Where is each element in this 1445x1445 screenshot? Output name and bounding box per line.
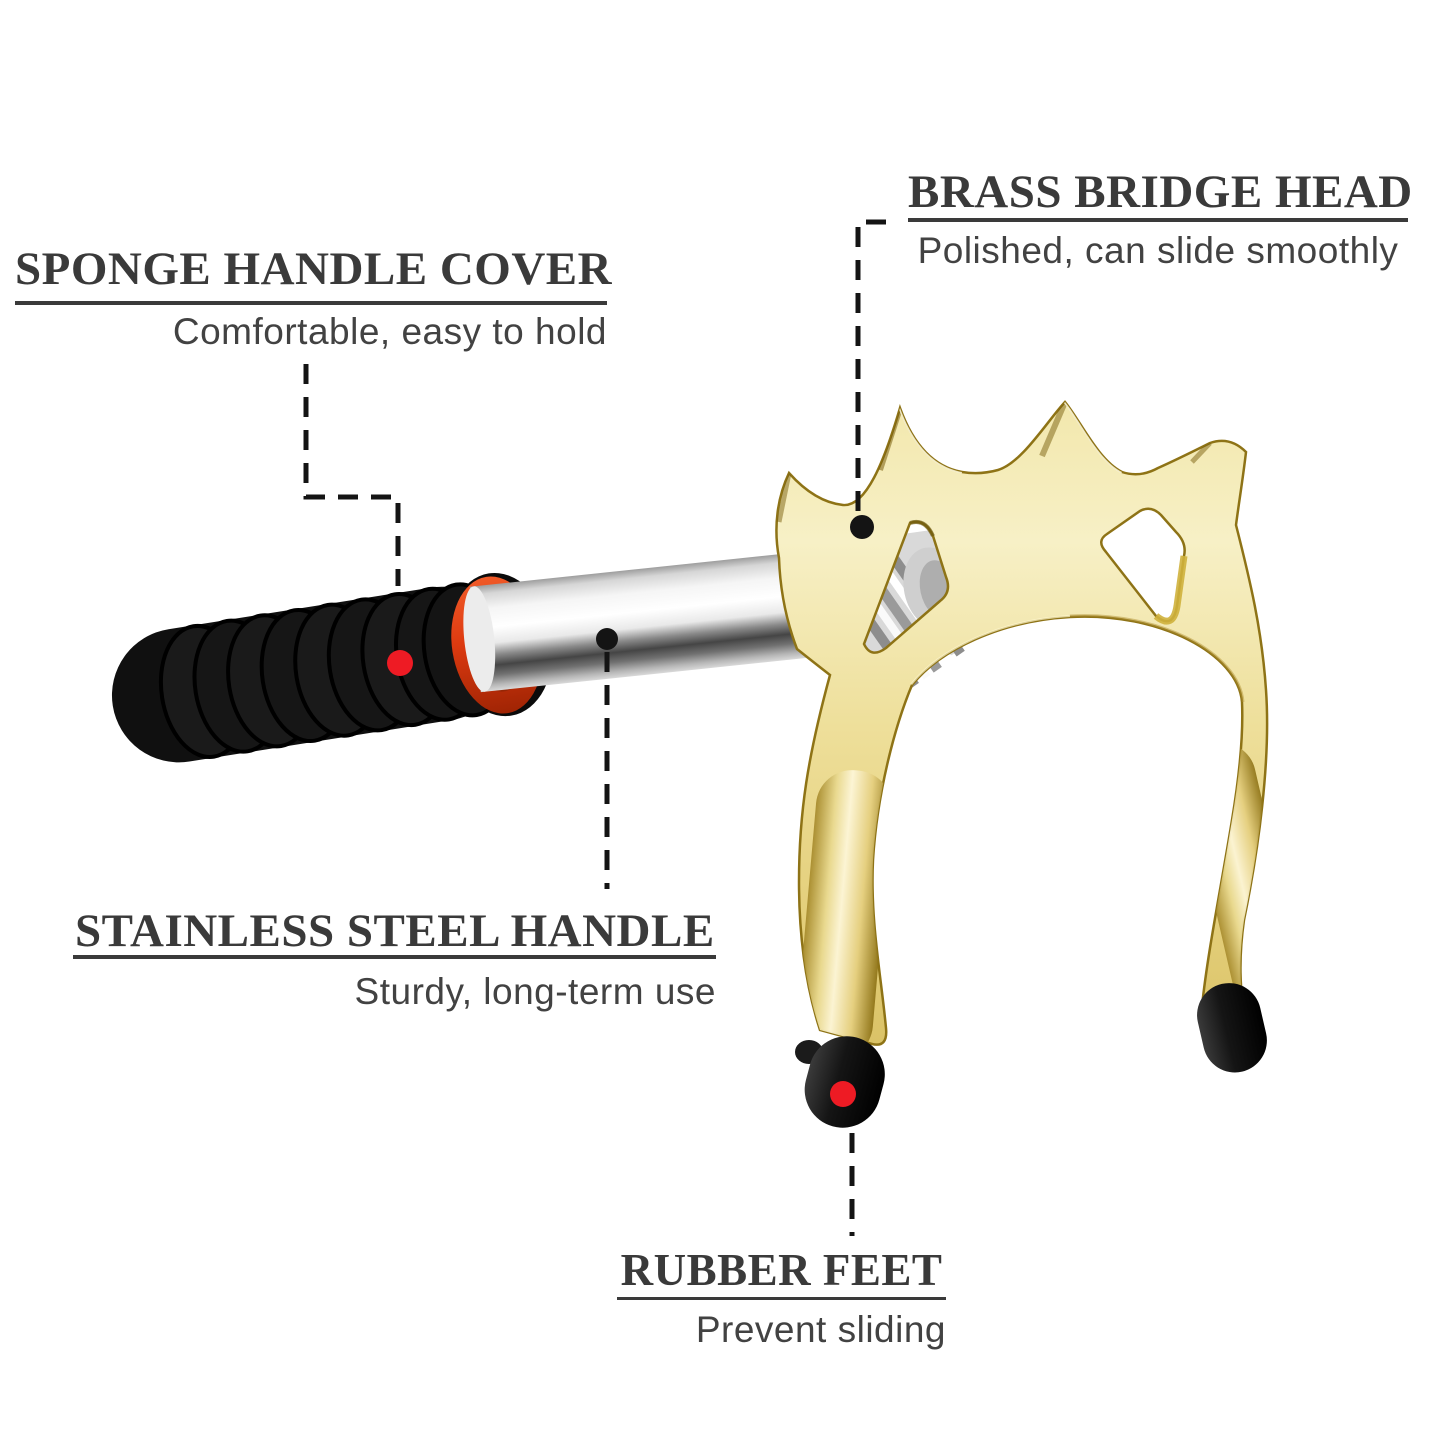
callout-underline — [908, 218, 1408, 222]
callout-brass-bridge-head: BRASS BRIDGE HEAD Polished, can slide sm… — [908, 166, 1413, 271]
marker-dot-sponge — [387, 650, 413, 676]
callout-rubber-feet: RUBBER FEET Prevent sliding — [617, 1245, 946, 1350]
callout-title: STAINLESS STEEL HANDLE — [75, 905, 715, 957]
callout-title: SPONGE HANDLE COVER — [15, 243, 613, 295]
callout-title: RUBBER FEET — [620, 1245, 943, 1295]
leader-line-sponge — [303, 364, 401, 586]
callout-underline — [617, 1297, 946, 1300]
callout-subtitle: Prevent sliding — [695, 1309, 946, 1350]
marker-dot-steel — [596, 628, 618, 650]
marker-dot-brass — [850, 515, 874, 539]
callout-subtitle: Sturdy, long-term use — [354, 971, 716, 1012]
callout-sponge-handle-cover: SPONGE HANDLE COVER Comfortable, easy to… — [15, 243, 613, 352]
callout-title: BRASS BRIDGE HEAD — [908, 166, 1413, 218]
callout-stainless-steel-handle: STAINLESS STEEL HANDLE Sturdy, long-term… — [73, 905, 716, 1012]
callout-underline — [73, 955, 716, 959]
rubber-foot-right — [1197, 983, 1267, 1073]
marker-dot-rubber — [830, 1081, 856, 1107]
callout-underline — [15, 301, 607, 305]
leader-line-brass — [855, 219, 886, 513]
stainless-steel-handle-graphic — [463, 545, 875, 693]
callout-subtitle: Polished, can slide smoothly — [917, 230, 1399, 271]
callout-subtitle: Comfortable, easy to hold — [172, 311, 607, 352]
